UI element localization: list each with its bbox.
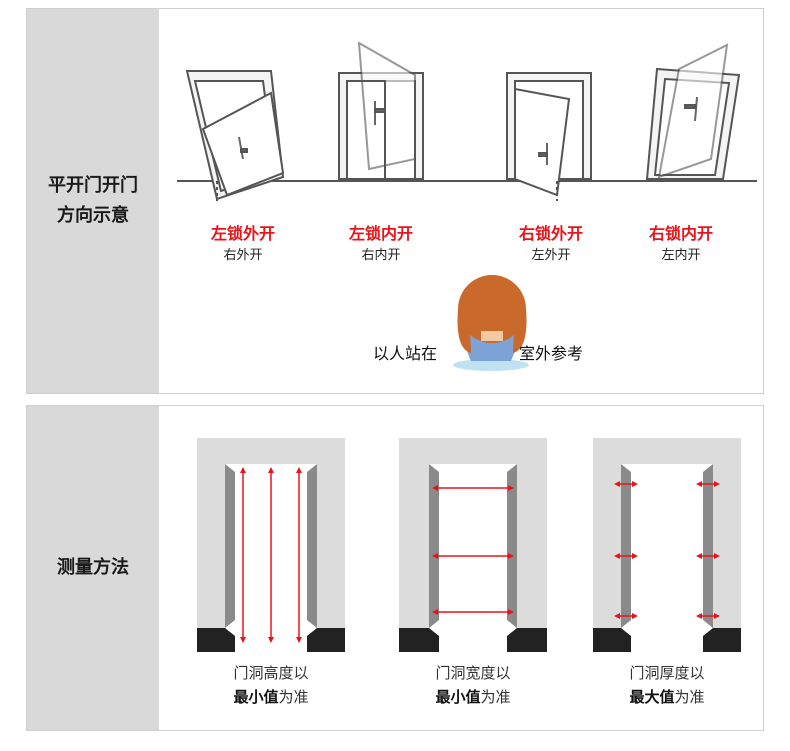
door-right-lock-out — [506, 72, 592, 201]
caption-thickness-bold: 最大值 — [629, 688, 674, 706]
door-direction-sidebar: 平开门开门 方向示意 — [27, 9, 159, 393]
door-3-label: 右锁外开 — [519, 224, 583, 243]
door-direction-panel: 平开门开门 方向示意 — [26, 8, 764, 394]
door-1-label: 左锁外开 — [210, 224, 275, 243]
measurement-title: 测量方法 — [57, 557, 129, 578]
door-2-sub: 右内开 — [361, 247, 400, 263]
caption-thickness-rest: 为准 — [675, 688, 705, 706]
door-left-lock-in — [338, 41, 424, 180]
caption-thickness-line1: 门洞厚度以 — [629, 664, 704, 682]
stand-right-text: 室外参考 — [519, 344, 583, 363]
door-2-label: 左锁内开 — [348, 224, 413, 243]
door-3-sub: 左外开 — [531, 248, 570, 263]
person-icon — [453, 275, 529, 371]
caption-width-line1: 门洞宽度以 — [435, 664, 510, 682]
frame-width — [399, 438, 547, 652]
caption-height-bold: 最小值 — [233, 688, 278, 706]
frame-height — [197, 438, 345, 652]
caption-width-rest: 为准 — [481, 688, 511, 706]
measurement-diagram: 门洞高度以 最小值为准 门洞宽度以 最小值为准 门洞厚度以 最大值为准 — [197, 438, 741, 706]
door-left-lock-out — [185, 70, 285, 201]
caption-height-rest: 为准 — [279, 688, 309, 706]
measurement-sidebar: 测量方法 — [27, 406, 159, 730]
door-direction-title: 平开门开门 方向示意 — [48, 175, 138, 226]
door-direction-diagram: 左锁外开 右外开 左锁内开 右内开 右锁外开 左外开 右锁内开 左内开 以人站在… — [177, 41, 757, 371]
caption-height-line1: 门洞高度以 — [233, 664, 308, 682]
door-1-sub: 右外开 — [223, 248, 262, 263]
door-right-lock-in — [645, 43, 741, 180]
frame-thickness — [593, 438, 741, 652]
door-4-label: 右锁内开 — [649, 224, 713, 243]
caption-width-bold: 最小值 — [435, 688, 480, 706]
door-4-sub: 左内开 — [661, 247, 700, 263]
caption-width-line2: 最小值为准 — [435, 688, 510, 706]
stand-left-text: 以人站在 — [373, 344, 437, 363]
caption-thickness-line2: 最大值为准 — [629, 688, 704, 706]
caption-height-line2: 最小值为准 — [233, 688, 308, 706]
measurement-panel: 测量方法 — [26, 405, 764, 731]
